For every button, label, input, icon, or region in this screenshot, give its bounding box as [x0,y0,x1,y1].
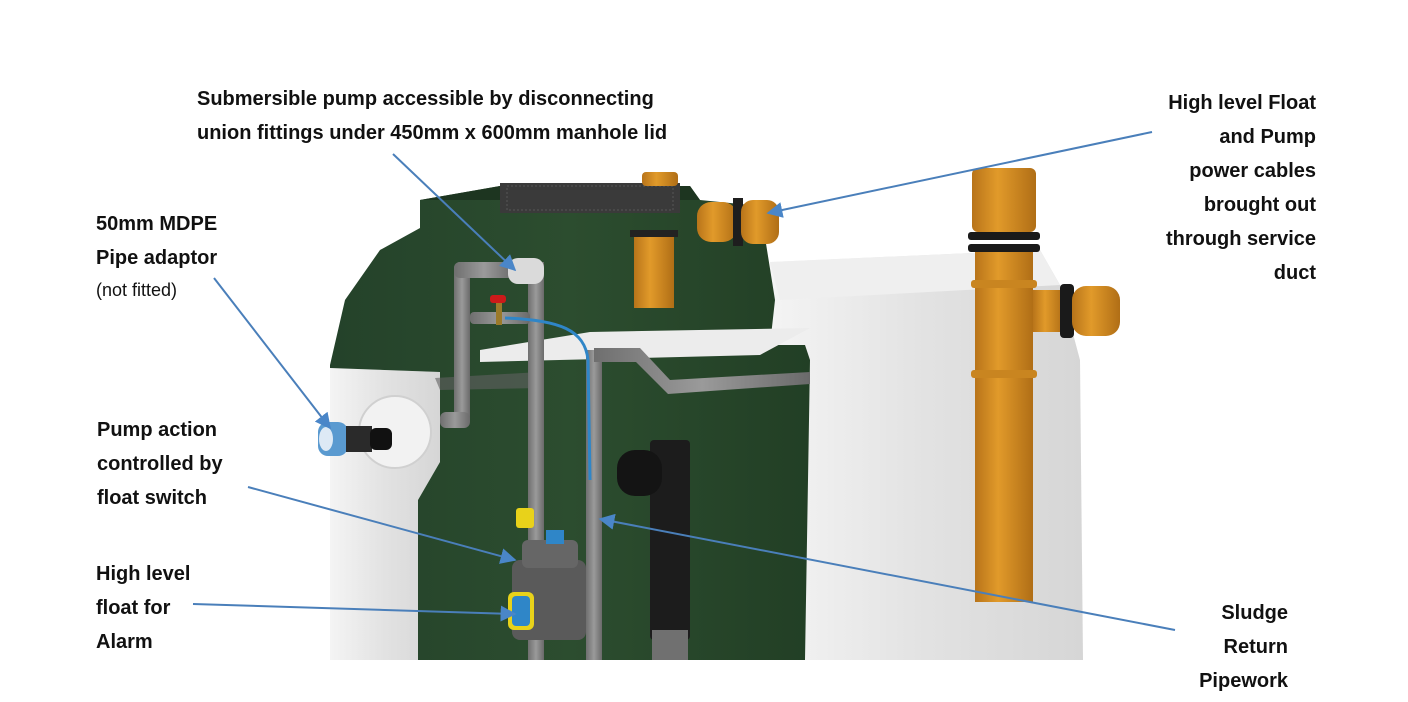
callout-cables-line-6: duct [1273,262,1316,284]
callout-alarm-float-line-2: float for [96,597,171,619]
orange-riser [968,168,1120,602]
mdpe-adaptor [318,422,392,456]
callout-sludge-line-1: Sludge [1221,602,1288,624]
callout-mdpe-line-2: Pipe adaptor [96,247,218,269]
baffle-plate [480,328,810,362]
manhole-grille [500,183,680,213]
leader-cables [766,131,1153,218]
callout-mdpe: 50mm MDPE Pipe adaptor (not fitted) [96,207,217,305]
callout-cables-line-3: power cables [1189,160,1316,182]
callout-alarm-float-line-3: Alarm [96,631,153,653]
black-return-tube [617,440,690,660]
callout-alarm-float: High level float for Alarm [96,557,190,659]
callout-lines [192,131,1176,631]
callout-pump-access: Submersible pump accessible by disconnec… [197,82,667,150]
callout-pump-action: Pump action controlled by float switch [97,413,223,515]
callout-pump-action-line-1: Pump action [97,419,218,441]
callout-pump-access-line-1: Submersible pump accessible by disconnec… [197,88,654,110]
callout-cables-line-2: and Pump [1219,126,1316,148]
callout-cables-line-1: High level Float [1168,92,1316,114]
callout-sludge: Sludge Return Pipework [1199,596,1288,698]
callout-cables: High level Float and Pump power cables b… [1166,86,1316,290]
leader-pump-action [247,486,517,564]
callout-pump-access-line-2: union fittings under 450mm x 600mm manho… [197,122,668,144]
callout-pump-action-line-2: controlled by [97,453,223,475]
callout-alarm-float-line-1: High level [96,563,191,585]
leader-mdpe [213,277,331,430]
callout-cables-line-4: brought out [1203,194,1316,216]
callout-sludge-line-3: Pipework [1199,670,1288,692]
leader-pump-access [392,153,517,272]
gate-valve [490,295,506,325]
power-cable [504,316,592,481]
callout-pump-action-line-3: float switch [97,487,208,509]
leader-sludge [598,513,1176,631]
leader-alarm-float [192,603,517,622]
callout-sludge-line-2: Return [1223,636,1288,658]
service-duct-outlet [697,198,779,246]
callout-cables-line-5: through service [1165,228,1316,250]
callout-mdpe-line-1: 50mm MDPE [96,213,218,235]
vent-pipe [630,172,678,308]
callout-mdpe-note: (not fitted) [96,280,178,300]
